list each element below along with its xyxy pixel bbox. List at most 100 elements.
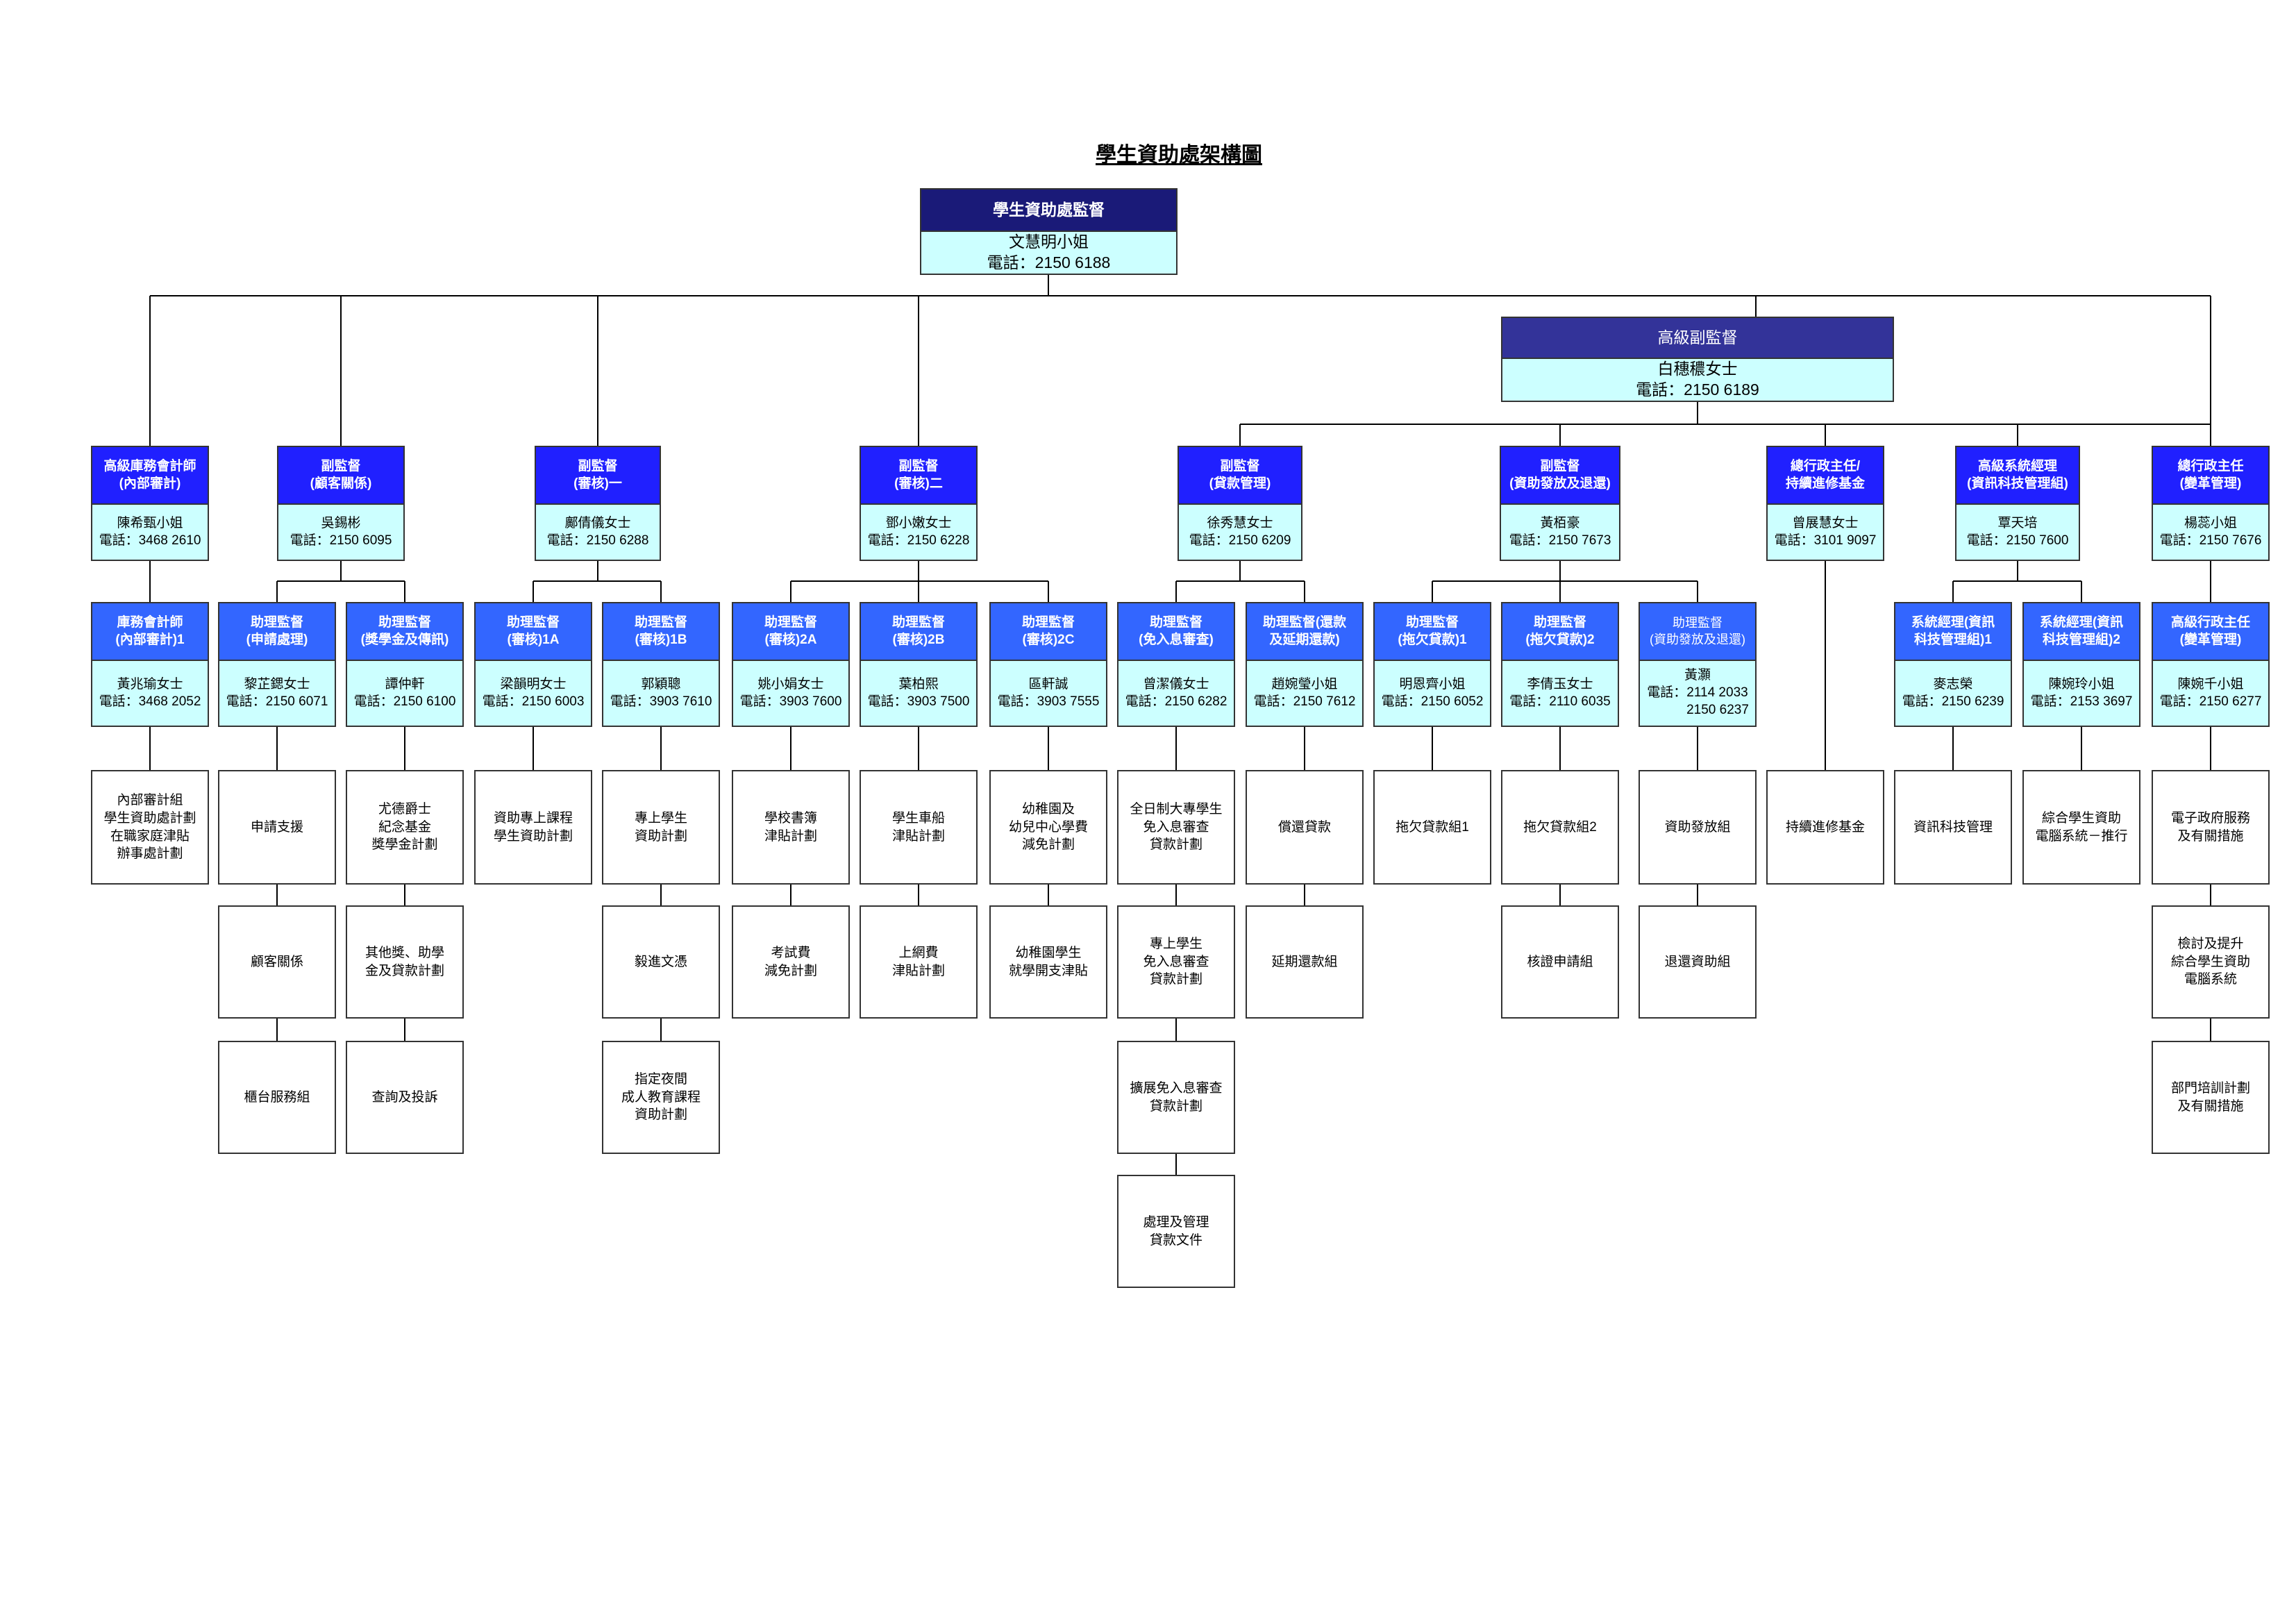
staff-info: 吳錫彬電話：2150 6095	[278, 505, 403, 560]
staff-name: 區軒誠	[1028, 676, 1069, 692]
staff-name: 陳希甄小姐	[117, 515, 183, 530]
unit-box: 綜合學生資助 電腦系統－推行	[2022, 770, 2140, 885]
staff-info: 陳婉千小姐電話：2150 6277	[2153, 661, 2268, 726]
director-box: 學生資助處監督 文慧明小姐 電話：2150 6188	[920, 188, 1178, 275]
position-title: 助理監督 (獎學金及傳訊)	[347, 603, 462, 661]
staff-phone: 電話：3903 7610	[610, 694, 712, 709]
staff-phone: 電話：3903 7555	[997, 694, 1100, 709]
unit-box: 學生車船 津貼計劃	[860, 770, 978, 885]
staff-phone: 電話：2150 7612	[1253, 694, 1356, 709]
staff-name: 陳婉玲小姐	[2048, 676, 2115, 692]
staff-name: 曾潔儀女士	[1143, 676, 1209, 692]
staff-phone: 電話：2150 6277	[2159, 694, 2262, 709]
unit-box: 延期還款組	[1246, 905, 1364, 1019]
staff-name: 黃栢豪	[1540, 515, 1580, 530]
position-box: 高級庫務會計師 (內部審計) 陳希甄小姐電話：3468 2610	[91, 446, 209, 561]
position-box: 高級行政主任 (變革管理) 陳婉千小姐電話：2150 6277	[2152, 602, 2270, 727]
staff-name: 明恩齊小姐	[1399, 676, 1466, 692]
unit-box: 查詢及投訴	[346, 1041, 464, 1154]
staff-info: 曾潔儀女士電話：2150 6282	[1118, 661, 1234, 726]
staff-info: 鄺倩儀女士電話：2150 6288	[536, 505, 660, 560]
senior-deputy-info: 白穗穠女士 電話：2150 6189	[1502, 359, 1893, 401]
unit-box: 擴展免入息審查 貸款計劃	[1117, 1041, 1235, 1154]
position-box: 總行政主任/ 持續進修基金 曾展慧女士電話：3101 9097	[1766, 446, 1884, 561]
staff-info: 李倩玉女士電話：2110 6035	[1502, 661, 1618, 726]
staff-info: 梁韻明女士電話：2150 6003	[476, 661, 591, 726]
staff-name: 姚小娟女士	[757, 676, 824, 692]
staff-name: 譚仲軒	[385, 676, 425, 692]
staff-name: 白穗穠女士	[1657, 360, 1738, 378]
unit-box: 幼稚園及 幼兒中心學費 減免計劃	[989, 770, 1107, 885]
position-title: 助理監督(還款 及延期還款)	[1247, 603, 1362, 661]
staff-info: 陳婉玲小姐電話：2153 3697	[2024, 661, 2139, 726]
staff-info: 郭穎聰電話：3903 7610	[603, 661, 719, 726]
senior-deputy-box: 高級副監督 白穗穠女士 電話：2150 6189	[1501, 317, 1894, 402]
position-box: 助理監督 (獎學金及傳訊) 譚仲軒電話：2150 6100	[346, 602, 464, 727]
staff-phone: 電話：2150 6052	[1381, 694, 1484, 709]
staff-name: 楊蕊小姐	[2184, 515, 2237, 530]
position-title: 助理監督 (審核)2C	[991, 603, 1106, 661]
staff-name: 鄧小嫩女士	[885, 515, 952, 530]
staff-info: 覃天培電話：2150 7600	[1956, 505, 2079, 560]
position-box: 副監督 (顧客關係) 吳錫彬電話：2150 6095	[277, 446, 405, 561]
position-box: 助理監督 (申請處理) 黎芷鍶女士電話：2150 6071	[218, 602, 336, 727]
unit-box: 資助發放組	[1639, 770, 1757, 885]
unit-box: 幼稚園學生 就學開支津貼	[989, 905, 1107, 1019]
position-title: 助理監督 (拖欠貸款)1	[1375, 603, 1490, 661]
staff-phone: 電話：2150 6239	[1902, 694, 2004, 709]
unit-box: 資訊科技管理	[1894, 770, 2012, 885]
unit-box: 資助專上課程 學生資助計劃	[474, 770, 592, 885]
unit-box: 處理及管理 貸款文件	[1117, 1175, 1235, 1288]
position-box: 助理監督 (拖欠貸款)1 明恩齊小姐電話：2150 6052	[1373, 602, 1491, 727]
unit-box: 顧客關係	[218, 905, 336, 1019]
staff-phone: 電話：2150 7600	[1966, 533, 2069, 548]
staff-info: 鄧小嫩女士電話：2150 6228	[861, 505, 976, 560]
unit-box: 考試費 減免計劃	[732, 905, 850, 1019]
unit-box: 尤德爵士 紀念基金 獎學金計劃	[346, 770, 464, 885]
staff-phone: 電話：2150 7676	[2159, 533, 2262, 548]
position-box: 助理監督 (拖欠貸款)2 李倩玉女士電話：2110 6035	[1501, 602, 1619, 727]
position-title: 助理監督 (免入息審查)	[1118, 603, 1234, 661]
staff-phone: 電話：3468 2610	[99, 533, 201, 548]
position-title: 副監督 (貸款管理)	[1179, 447, 1301, 505]
staff-name: 覃天培	[1997, 515, 2038, 530]
chart-title: 學生資助處架構圖	[1096, 144, 1262, 167]
unit-box: 核證申請組	[1501, 905, 1619, 1019]
position-title: 助理監督 (審核)1A	[476, 603, 591, 661]
staff-name: 梁韻明女士	[500, 676, 567, 692]
unit-box: 拖欠貸款組1	[1373, 770, 1491, 885]
staff-phone: 電話：2150 6209	[1189, 533, 1291, 548]
unit-box: 學校書簿 津貼計劃	[732, 770, 850, 885]
unit-box: 申請支援	[218, 770, 336, 885]
position-title: 高級庫務會計師 (內部審計)	[92, 447, 208, 505]
unit-box: 內部審計組 學生資助處計劃 在職家庭津貼 辦事處計劃	[91, 770, 209, 885]
unit-box: 上網費 津貼計劃	[860, 905, 978, 1019]
staff-phone: 電話：3468 2052	[99, 694, 201, 709]
position-box: 助理監督 (審核)2B 葉柏熙電話：3903 7500	[860, 602, 978, 727]
position-box: 副監督 (審核)二 鄧小嫩女士電話：2150 6228	[860, 446, 978, 561]
staff-name: 黃兆瑜女士	[117, 676, 183, 692]
director-title: 學生資助處監督	[921, 190, 1176, 233]
position-title: 總行政主任 (變革管理)	[2153, 447, 2268, 505]
staff-phone: 電話：2114 2033	[1647, 685, 1748, 701]
unit-box: 拖欠貸款組2	[1501, 770, 1619, 885]
position-title: 副監督 (審核)二	[861, 447, 976, 505]
position-title: 助理監督 (申請處理)	[219, 603, 335, 661]
unit-box: 檢討及提升 綜合學生資助 電腦系統	[2152, 905, 2270, 1019]
staff-info: 楊蕊小姐電話：2150 7676	[2153, 505, 2268, 560]
position-box: 總行政主任 (變革管理) 楊蕊小姐電話：2150 7676	[2152, 446, 2270, 561]
position-title: 助理監督 (審核)2B	[861, 603, 976, 661]
position-title: 助理監督 (資助發放及退還)	[1640, 603, 1755, 661]
position-title: 高級系統經理 (資訊科技管理組)	[1956, 447, 2079, 505]
unit-box: 毅進文憑	[602, 905, 720, 1019]
position-title: 系統經理(資訊 科技管理組)1	[1895, 603, 2011, 661]
staff-phone: 電話：2150 6003	[482, 694, 585, 709]
staff-info: 黃兆瑜女士電話：3468 2052	[92, 661, 208, 726]
staff-info: 麥志榮電話：2150 6239	[1895, 661, 2011, 726]
staff-phone: 電話：2150 6071	[226, 694, 328, 709]
position-title: 副監督 (顧客關係)	[278, 447, 403, 505]
staff-name: 吳錫彬	[321, 515, 361, 530]
unit-box: 櫃台服務組	[218, 1041, 336, 1154]
